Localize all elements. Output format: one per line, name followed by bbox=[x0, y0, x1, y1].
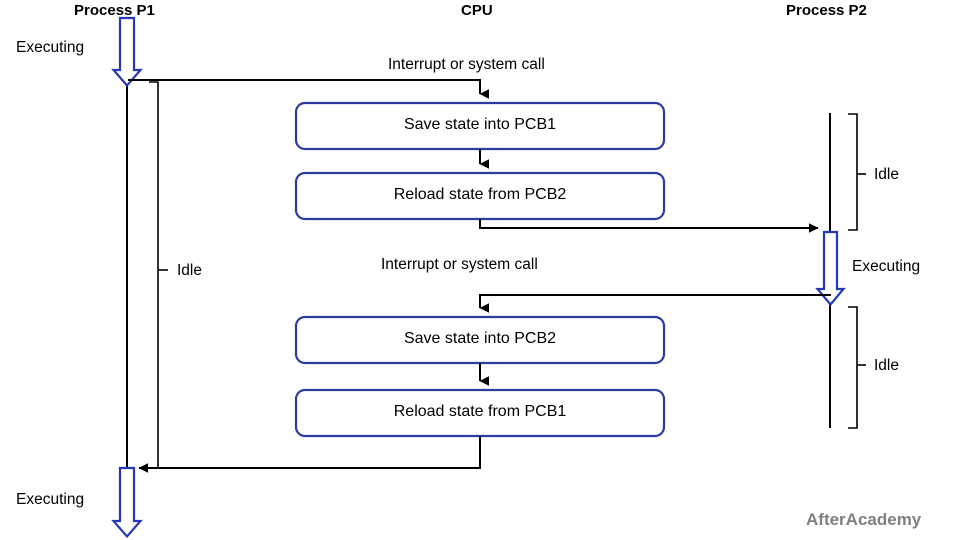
label-interrupt-or-system-call-2: Interrupt or system call bbox=[381, 256, 538, 273]
p1-executing-bottom-arrow bbox=[111, 466, 143, 539]
label-p1-executing-bottom: Executing bbox=[16, 491, 85, 508]
p2-executing-arrow bbox=[815, 230, 846, 307]
label-p2-executing: Executing bbox=[852, 258, 921, 275]
box-label-save-pcb1: Save state into PCB1 bbox=[403, 116, 557, 133]
p2-idle-top-bracket bbox=[848, 113, 866, 231]
interrupt-2-arrow bbox=[479, 294, 831, 313]
label-p2-idle-top: Idle bbox=[874, 166, 899, 183]
label-p1-idle: Idle bbox=[177, 262, 202, 279]
column-header-process-p1: Process P1 bbox=[74, 2, 155, 19]
box-label-save-pcb2: Save state into PCB2 bbox=[403, 330, 557, 347]
p1-idle-bracket bbox=[149, 81, 168, 469]
box-label-reload-pcb1: Reload state from PCB1 bbox=[393, 403, 567, 420]
label-p2-idle-bottom: Idle bbox=[874, 357, 899, 374]
box-label-reload-pcb2: Reload state from PCB2 bbox=[393, 186, 567, 203]
watermark-afteracademy: AfterAcademy bbox=[806, 510, 922, 529]
p2-idle-bottom-bracket bbox=[848, 306, 866, 429]
interrupt-1-arrow bbox=[128, 79, 489, 99]
p1-executing-top-arrow bbox=[111, 16, 143, 88]
dispatch-to-p2-arrow bbox=[479, 219, 819, 233]
column-header-process-p2: Process P2 bbox=[786, 2, 867, 19]
dispatch-to-p1-arrow bbox=[138, 436, 481, 473]
label-p1-executing-top: Executing bbox=[16, 39, 85, 56]
column-header-cpu: CPU bbox=[461, 2, 493, 19]
label-interrupt-or-system-call-1: Interrupt or system call bbox=[388, 56, 545, 73]
